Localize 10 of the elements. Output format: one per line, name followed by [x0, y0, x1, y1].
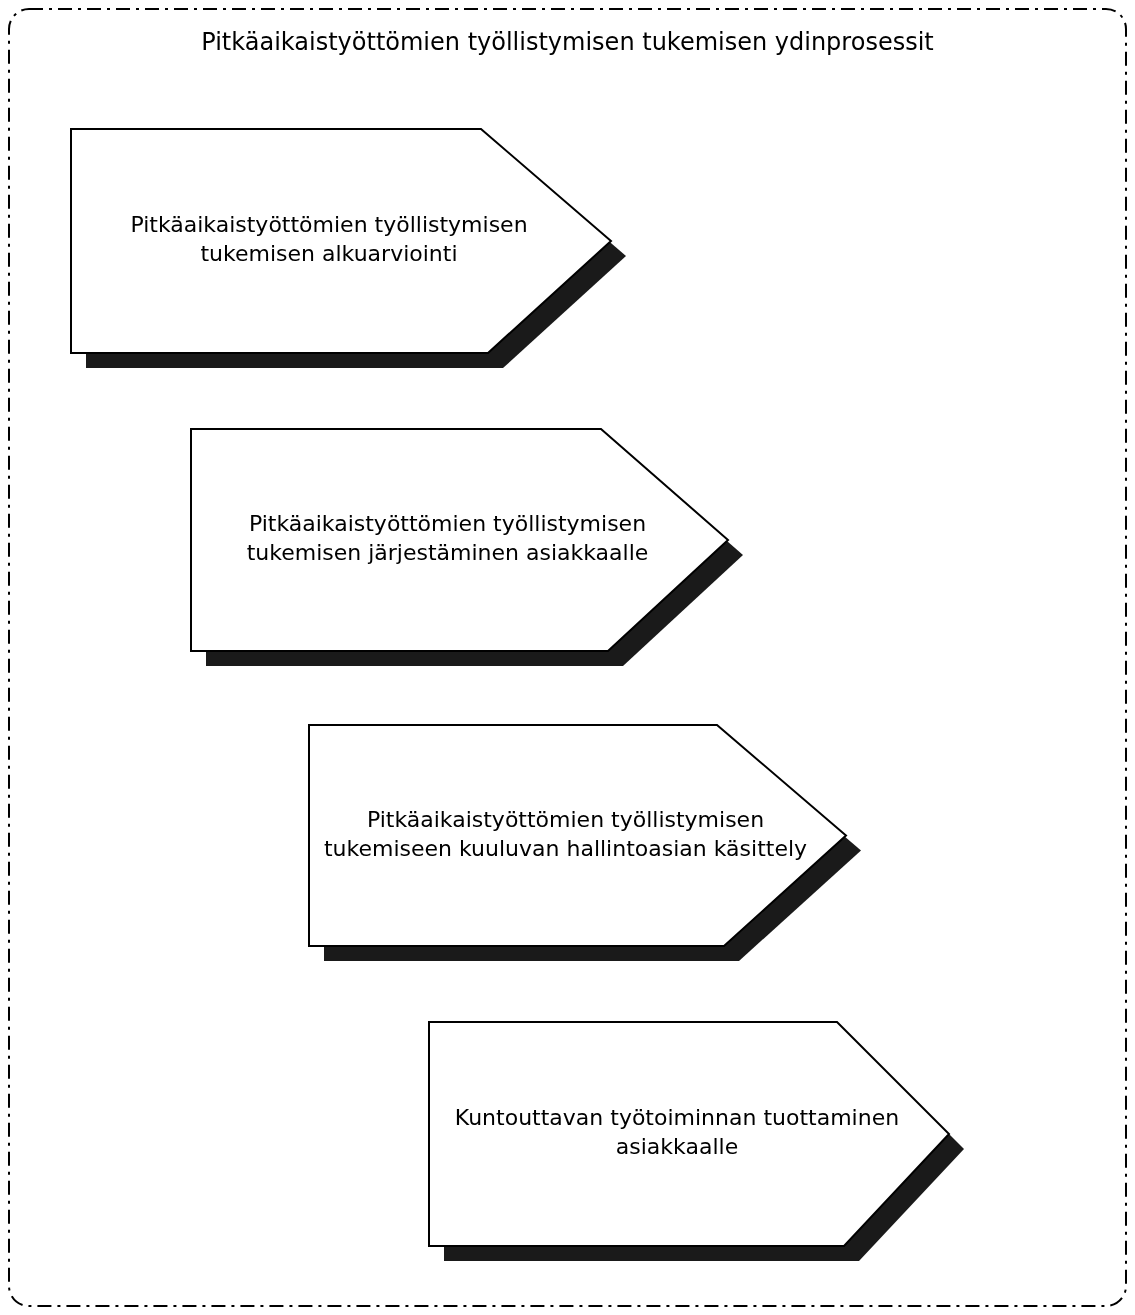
process-chevron	[70, 128, 626, 368]
frame-title: Pitkäaikaistyöttömien työllistymisen tukemisen ydinprosessit	[200, 28, 935, 56]
process-chevron	[428, 1021, 964, 1261]
process-chevron	[190, 428, 743, 666]
process-chevron	[308, 724, 861, 961]
process-label: Pitkäaikaistyöttömien työllistymisen tukemisen järjestäminen asiakkaalle	[245, 510, 650, 567]
process-label: Kuntouttavan työtoiminnan tuottaminen asiakkaalle	[453, 1104, 901, 1161]
group-frame	[8, 8, 1127, 1307]
process-label: Pitkäaikaistyöttömien työllistymisen tukemisen alkuarviointi	[129, 211, 529, 268]
process-label: Pitkäaikaistyöttömien työllistymisen tukemiseen kuuluvan hallintoasian käsittely	[322, 805, 809, 863]
